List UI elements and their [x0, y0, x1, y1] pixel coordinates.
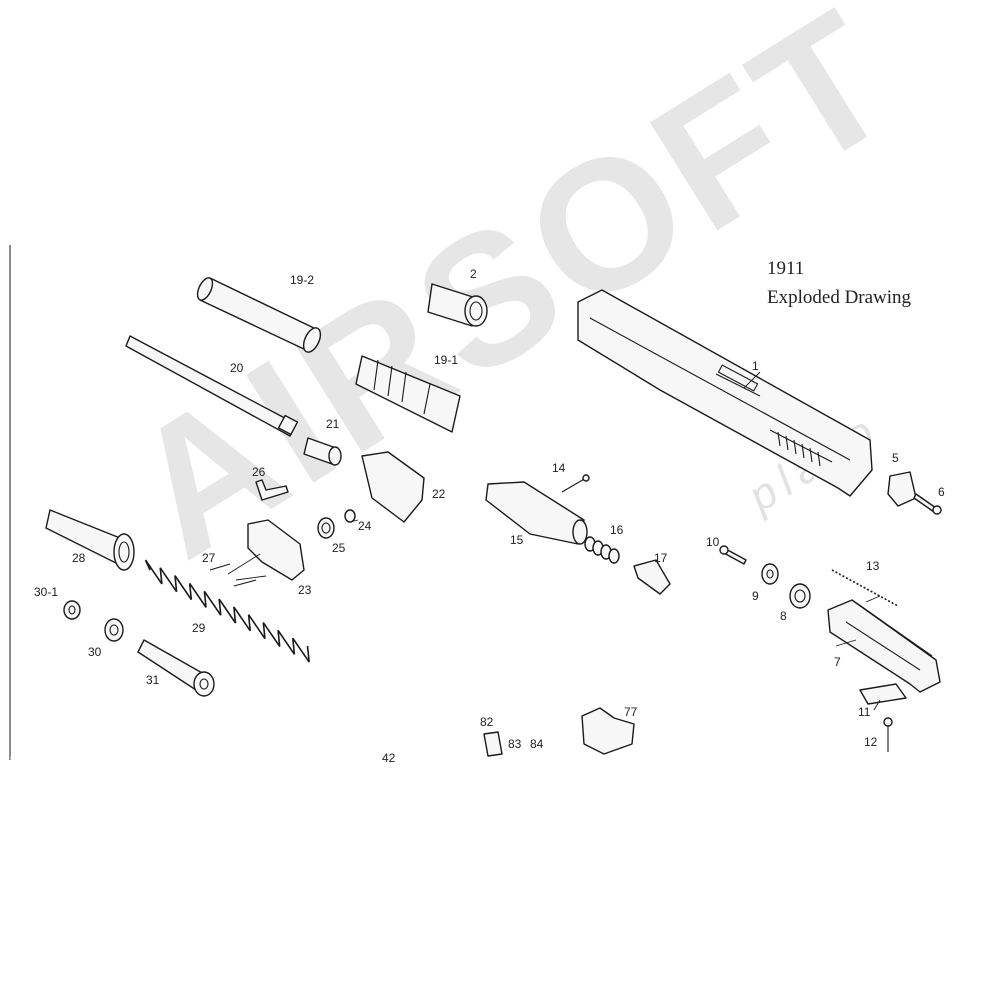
label-2: 2 — [470, 267, 477, 281]
part-20-inner-barrel — [125, 335, 299, 437]
label-6: 6 — [938, 485, 945, 499]
part-31-guide-rod — [137, 639, 215, 697]
part-15-nozzle — [485, 481, 588, 545]
part-label-layer: 19-2 2 19-1 1 20 21 26 22 14 5 6 24 25 1… — [34, 267, 945, 765]
part-6-screw — [913, 493, 942, 515]
label-31: 31 — [146, 673, 160, 687]
label-19-2: 19-2 — [290, 273, 314, 287]
label-9: 9 — [752, 589, 759, 603]
part-26-clip — [255, 479, 289, 501]
part-21-spacer — [303, 437, 342, 466]
label-29: 29 — [192, 621, 206, 635]
label-27: 27 — [202, 551, 216, 565]
part-22-hopup-unit — [361, 451, 425, 523]
label-21: 21 — [326, 417, 340, 431]
label-30-1: 30-1 — [34, 585, 58, 599]
label-84: 84 — [530, 737, 544, 751]
label-12: 12 — [864, 735, 878, 749]
part-77-hammer-housing — [581, 707, 635, 755]
label-17: 17 — [654, 551, 668, 565]
label-26: 26 — [252, 465, 266, 479]
part-82-bracket — [483, 731, 503, 757]
drawing-title-text: Exploded Drawing — [767, 287, 912, 308]
leader-lines — [227, 371, 881, 711]
part-19-1-hopup-chamber — [355, 355, 461, 433]
part-7-blowback-unit — [827, 599, 941, 693]
part-10-screw — [719, 545, 747, 565]
label-28: 28 — [72, 551, 86, 565]
part-19-2-outer-barrel — [196, 277, 322, 353]
part-23-housing — [247, 519, 305, 581]
drawing-title-model: 1911 — [767, 258, 805, 279]
part-30-1-washer — [63, 600, 81, 620]
label-24: 24 — [358, 519, 372, 533]
label-30: 30 — [88, 645, 102, 659]
part-25-rubber — [317, 517, 335, 539]
label-11: 11 — [858, 705, 871, 719]
label-15: 15 — [510, 533, 524, 547]
part-1-slide — [577, 289, 873, 497]
label-7: 7 — [834, 655, 841, 669]
label-77: 77 — [624, 705, 638, 719]
label-25: 25 — [332, 541, 346, 555]
part-13-spring-rod — [831, 569, 899, 607]
label-14: 14 — [552, 461, 566, 475]
label-23: 23 — [298, 583, 312, 597]
label-22: 22 — [432, 487, 446, 501]
label-8: 8 — [780, 609, 787, 623]
label-1: 1 — [752, 359, 759, 373]
part-12-screw — [883, 717, 893, 752]
label-82: 82 — [480, 715, 494, 729]
part-16-o-rings — [584, 536, 620, 564]
part-14-pin — [561, 474, 590, 493]
label-16: 16 — [610, 523, 624, 537]
part-27-screws — [209, 563, 257, 587]
part-29-recoil-spring — [144, 559, 310, 663]
part-28-guide-plug — [45, 509, 135, 571]
label-5: 5 — [892, 451, 899, 465]
label-19-1: 19-1 — [434, 353, 458, 367]
part-11-plate — [859, 683, 907, 705]
label-10: 10 — [706, 535, 720, 549]
label-20: 20 — [230, 361, 244, 375]
part-5-sight — [887, 471, 917, 507]
part-8-piston-head — [789, 583, 811, 609]
label-42: 42 — [382, 751, 396, 765]
part-24-o-ring — [344, 509, 356, 523]
label-13: 13 — [866, 559, 880, 573]
part-2-bushing — [427, 283, 488, 327]
part-30-washer — [104, 618, 124, 642]
part-9-washer — [761, 563, 779, 585]
label-83: 83 — [508, 737, 522, 751]
part-17-valve — [633, 559, 671, 595]
